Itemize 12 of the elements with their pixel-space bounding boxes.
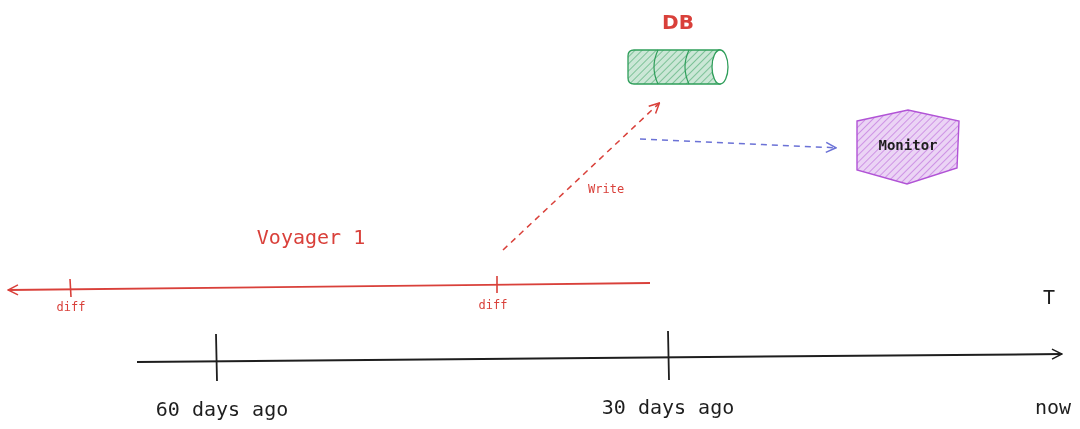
dashed-arrow [502,102,661,251]
dashed-arrow [639,138,837,154]
tick-label: diff [55,301,87,314]
tick-label: 30 days ago [600,397,736,417]
edge-label: Write [587,183,626,195]
tick-label: now [1033,397,1073,417]
database-title: DB [661,12,695,32]
timeline-title: Voyager 1 [255,227,367,247]
axis-label: T [1041,287,1056,307]
tick-label: diff [477,299,509,312]
node-label: Monitor [877,138,939,152]
tick-label: 60 days ago [154,399,290,419]
